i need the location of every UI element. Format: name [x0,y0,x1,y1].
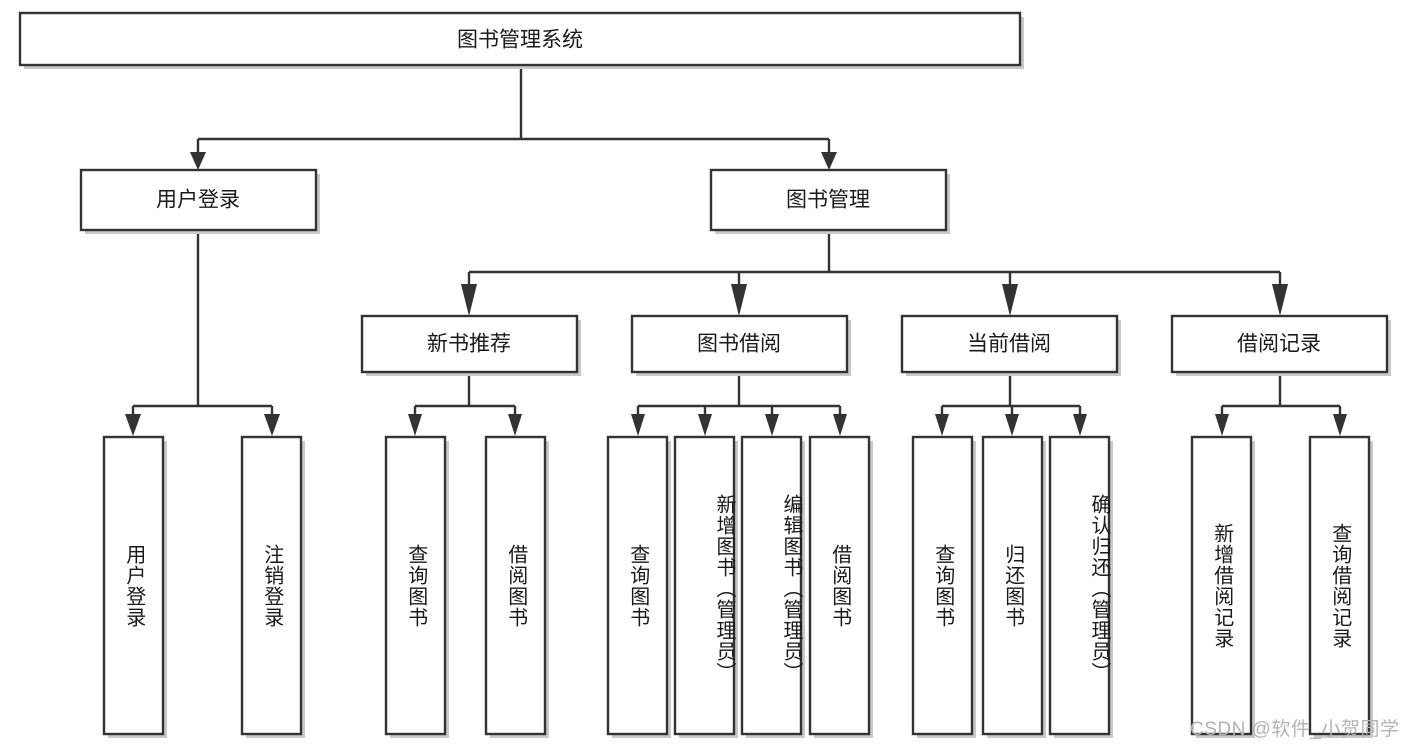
arrow-book-borrow-leaf-2 [698,414,712,436]
arrow-book-borrow-leaf-3 [765,414,779,436]
leaf-user-login-box-2[interactable] [240,435,303,736]
level2-node-book-manage-box[interactable] [709,168,948,232]
arrow-to-book-borrow [731,284,747,316]
level3-node-current-borrow-label: 当前借阅 [967,333,1051,356]
arrow-to-current-borrow [1002,284,1018,316]
level3-node-book-borrow-box[interactable] [630,314,849,374]
level3-node-new-book-recommend-box[interactable] [360,314,579,374]
arrow-new-book-leaf-1 [408,414,422,436]
leaf-new-book-box-2[interactable] [484,435,547,736]
level3-node-book-borrow-label: 图书借阅 [697,333,781,356]
leaf-book-borrow-box-3[interactable] [740,435,803,736]
arrow-root-to-user-login [190,152,206,170]
root-node-box[interactable] [18,11,1022,67]
level2-node-user-login-label: 用户登录 [156,189,240,212]
level3-node-borrow-records-box[interactable] [1170,314,1389,374]
arrow-user-login-leaf-2 [264,414,280,436]
level3-node-new-book-recommend-label: 新书推荐 [427,333,511,356]
arrow-current-borrow-leaf-3 [1073,414,1087,436]
arrow-root-to-book-manage [821,152,837,170]
node-layer: 图书管理系统 用户登录 图书管理 新书推荐 图书借阅 当前借阅 借阅记录 [18,11,1391,738]
arrow-user-login-leaf-1 [125,414,141,436]
arrow-to-new-book-recommend [461,284,477,316]
arrow-current-borrow-leaf-1 [935,414,949,436]
level2-node-user-login-box[interactable] [79,168,318,232]
leaf-current-borrow-box-3[interactable] [1048,435,1111,736]
leaf-borrow-records-box-1[interactable] [1190,435,1253,736]
leaf-book-borrow-box-2[interactable] [673,435,736,736]
arrow-book-borrow-leaf-1 [631,414,645,436]
level3-node-borrow-records-label: 借阅记录 [1237,333,1321,356]
level3-node-current-borrow-box[interactable] [900,314,1119,374]
arrow-borrow-records-leaf-1 [1215,414,1229,436]
arrow-to-borrow-records [1272,284,1288,316]
connector-layer [125,67,1347,436]
leaf-user-login-box-1[interactable] [102,435,165,736]
level2-node-book-manage-label: 图书管理 [786,189,870,212]
leaf-current-borrow-box-2[interactable] [981,435,1044,736]
leaf-book-borrow-box-1[interactable] [606,435,669,736]
csdn-watermark: CSDN @软件_小贺同学 [1190,719,1400,740]
root-node-label: 图书管理系统 [457,29,583,52]
leaf-current-borrow-box-1[interactable] [911,435,974,736]
arrow-new-book-leaf-2 [508,414,522,436]
leaf-new-book-box-1[interactable] [384,435,447,736]
arrow-current-borrow-leaf-2 [1005,414,1019,436]
leaf-book-borrow-box-4[interactable] [808,435,871,736]
arrow-borrow-records-leaf-2 [1333,414,1347,436]
arrow-book-borrow-leaf-4 [833,414,847,436]
leaf-borrow-records-box-2[interactable] [1308,435,1371,736]
